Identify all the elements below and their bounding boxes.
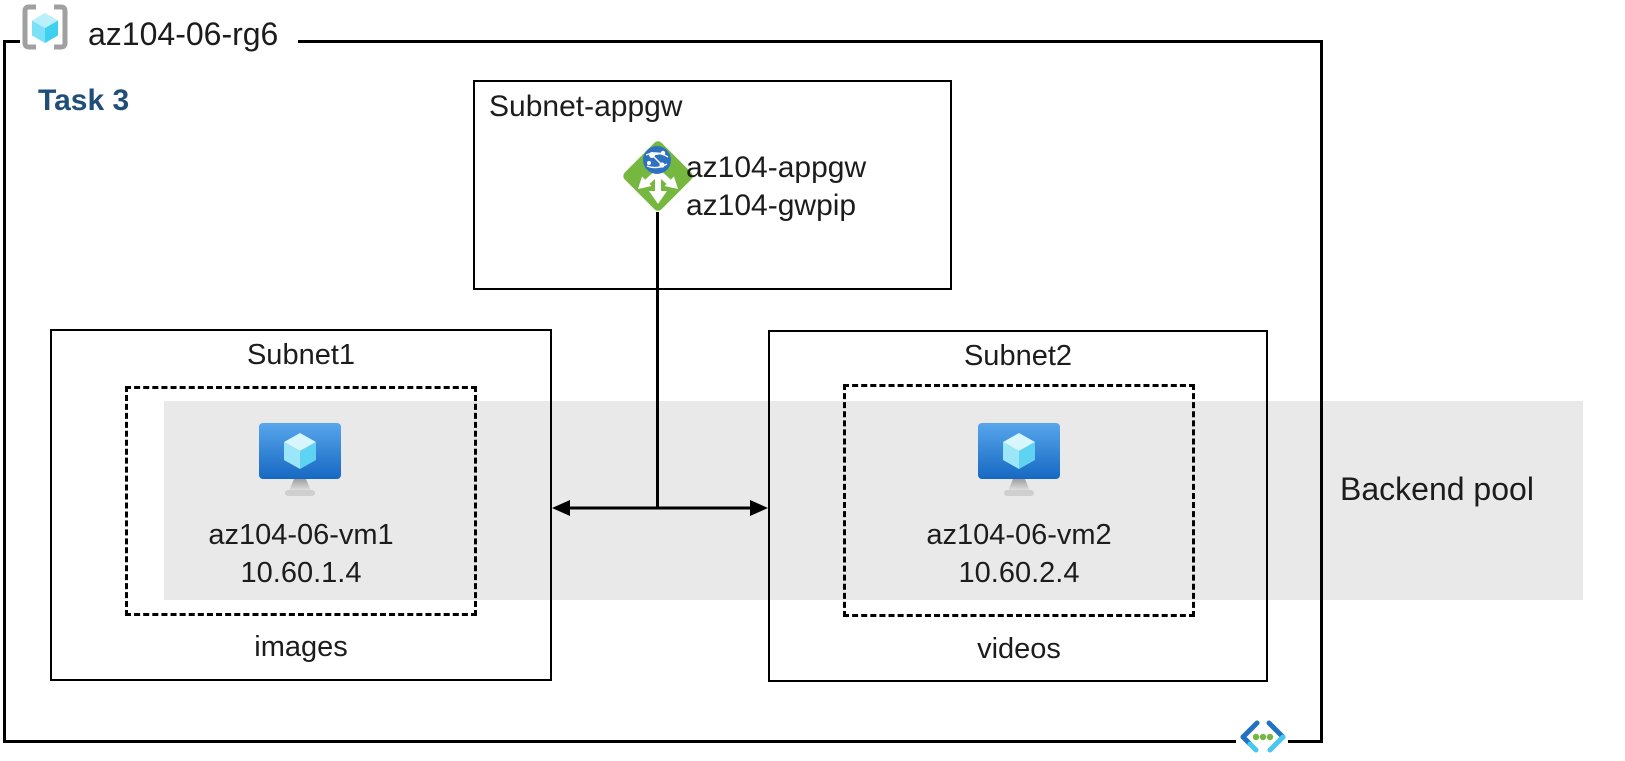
subnet2-group-label: videos (977, 633, 1061, 665)
vm2-ip-address: 10.60.2.4 (958, 557, 1080, 589)
resource-group-icon (22, 4, 68, 50)
subnet2-box (768, 330, 1268, 682)
subnet1-title: Subnet1 (246, 339, 356, 371)
subnet1-box (50, 329, 552, 681)
backend-pool-label: Backend pool (1340, 471, 1534, 507)
resource-group-title: az104-06-rg6 (88, 16, 279, 52)
vm1-name: az104-06-vm1 (208, 519, 394, 551)
gateway-public-ip-name: az104-gwpip (686, 189, 857, 222)
subnet2-title: Subnet2 (963, 340, 1073, 372)
subnet-connector-arrow (552, 500, 768, 516)
task-label: Task 3 (38, 84, 130, 117)
application-gateway-labels: az104-appgw az104-gwpip (686, 149, 866, 225)
application-gateway-name: az104-appgw (686, 151, 867, 184)
resource-group-title-mask (20, 35, 298, 48)
subnet1-backend-group (125, 386, 477, 616)
resource-group-box (3, 40, 1323, 743)
subnet2-backend-group (843, 384, 1195, 617)
subnet-appgw-box (473, 80, 952, 290)
virtual-machine-icon (978, 423, 1060, 496)
vm2-name: az104-06-vm2 (926, 519, 1112, 551)
vm1-ip-address: 10.60.1.4 (240, 557, 362, 589)
vnet-icon-mask (1236, 736, 1288, 746)
application-gateway-icon (623, 141, 693, 211)
backend-pool-band (164, 401, 1583, 600)
subnet-appgw-title: Subnet-appgw (489, 90, 683, 123)
subnet1-group-label: images (254, 631, 348, 663)
virtual-network-icon (1240, 720, 1286, 753)
virtual-machine-icon (259, 423, 341, 496)
appgw-connector-line (656, 212, 659, 508)
